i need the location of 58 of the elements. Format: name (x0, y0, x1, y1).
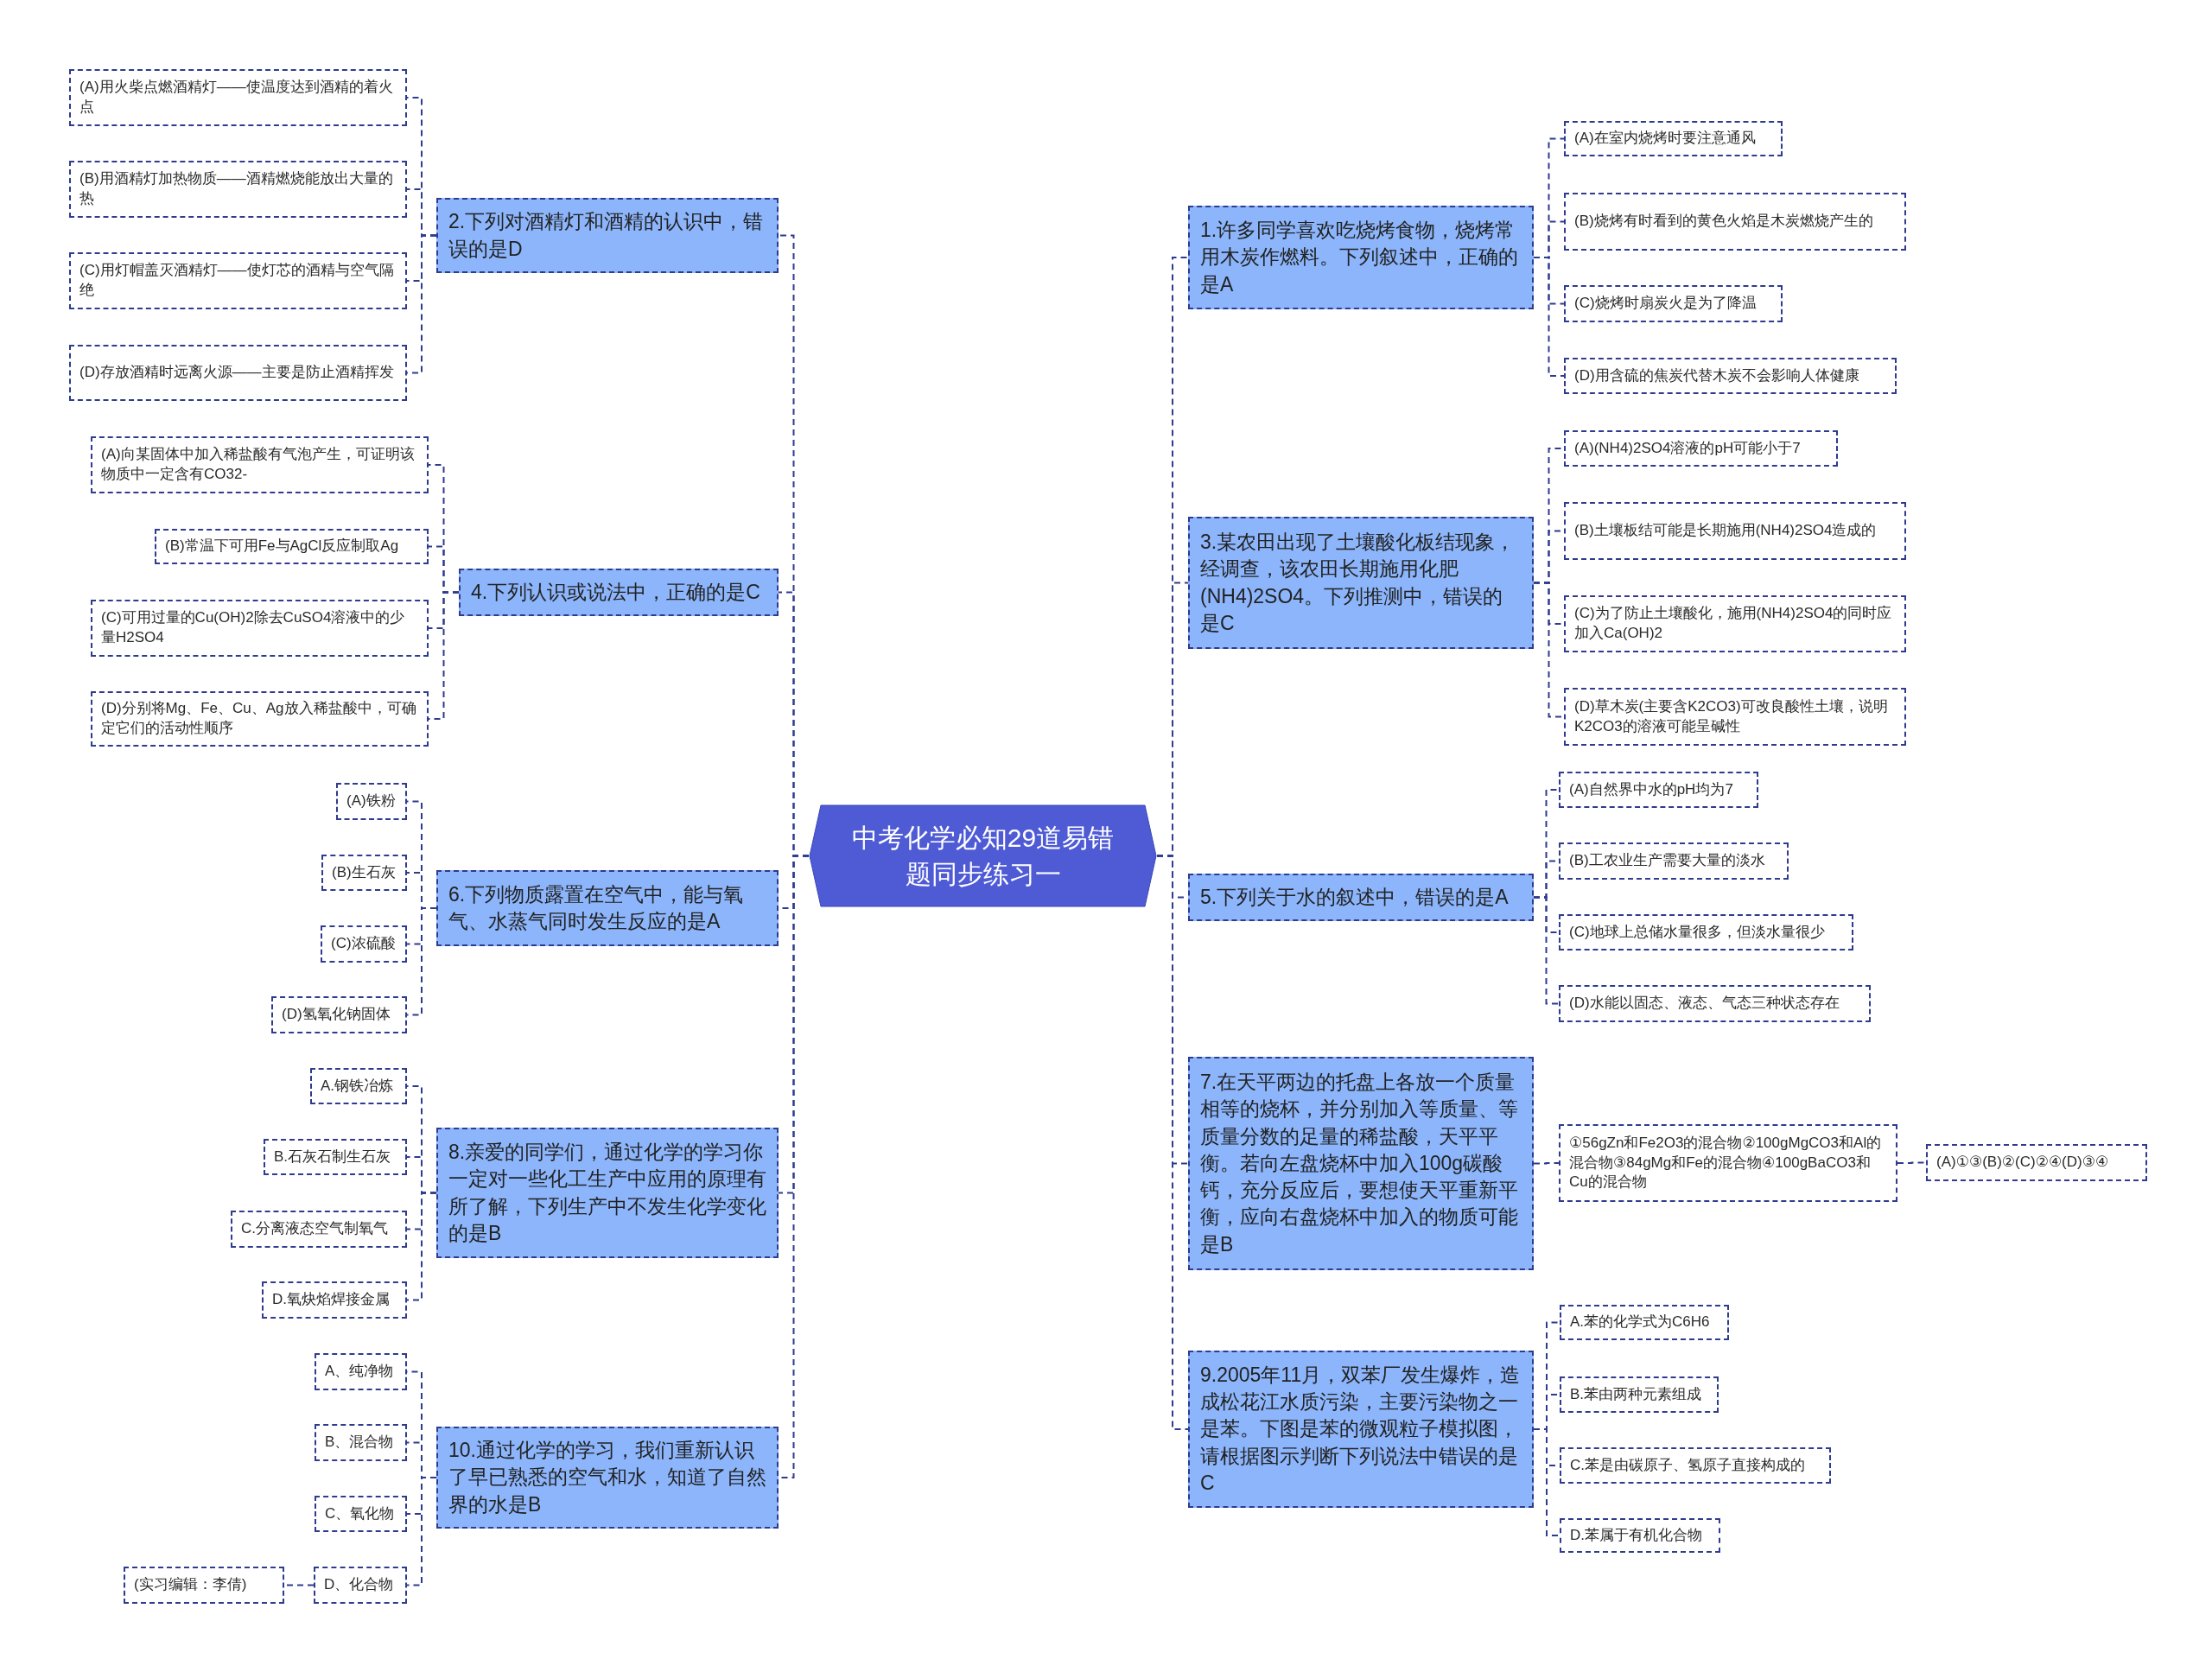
option-box: (A)在室内烧烤时要注意通风 (1564, 121, 1783, 156)
option-box: B.石灰石制生石灰 (264, 1139, 407, 1175)
option-box: (C)为了防止土壤酸化，施用(NH4)2SO4的同时应加入Ca(OH)2 (1564, 595, 1906, 652)
option-box: (B)常温下可用Fe与AgCl反应制取Ag (155, 529, 429, 564)
question-box: 6.下列物质露置在空气中，能与氧气、水蒸气同时发生反应的是A (436, 870, 779, 946)
option-box: (D)用含硫的焦炭代替木炭不会影响人体健康 (1564, 358, 1897, 394)
option-box: (A)向某固体中加入稀盐酸有气泡产生，可证明该物质中一定含有CO32- (91, 436, 429, 493)
option-box: D.氧炔焰焊接金属 (262, 1281, 407, 1319)
option-box: (D)分别将Mg、Fe、Cu、Ag放入稀盐酸中，可确定它们的活动性顺序 (91, 691, 429, 747)
option-box: B.苯由两种元素组成 (1560, 1376, 1719, 1413)
central-topic: 中考化学必知29道易错题同步练习一 (809, 804, 1157, 907)
question-box: 3.某农田出现了土壤酸化板结现象，经调查，该农田长期施用化肥(NH4)2SO4。下列推测中，错误的是C (1188, 517, 1534, 649)
option-box: D.苯属于有机化合物 (1560, 1518, 1720, 1553)
question-box: 5.下列关于水的叙述中，错误的是A (1188, 874, 1534, 921)
option-box: (B)烧烤有时看到的黄色火焰是木炭燃烧产生的 (1564, 193, 1906, 251)
option-box: (D)存放酒精时远离火源——主要是防止酒精挥发 (69, 345, 407, 401)
option-box: A、纯净物 (315, 1353, 407, 1390)
option-box: (B)生石灰 (321, 855, 407, 891)
option-box: A.钢铁冶炼 (310, 1068, 407, 1104)
option-box: A.苯的化学式为C6H6 (1560, 1305, 1729, 1340)
question-box: 8.亲爱的同学们，通过化学的学习你一定对一些化工生产中应用的原理有所了解，下列生产中不发生化学变化的是B (436, 1128, 779, 1258)
option-box: (C)可用过量的Cu(OH)2除去CuSO4溶液中的少量H2SO4 (91, 600, 429, 657)
option-box: B、混合物 (315, 1424, 407, 1461)
option-box: (D)氢氧化钠固体 (271, 996, 407, 1033)
connector-line (1533, 896, 1560, 1005)
option-box: (B)工农业生产需要大量的淡水 (1559, 842, 1789, 880)
question-box: 7.在天平两边的托盘上各放一个质量相等的烧杯，并分别加入等质量、等质量分数的足量的稀盐酸，天平平衡。若向左盘烧杯中加入100g碳酸钙，充分反应后，要想使天平重新平衡，应向右盘烧杯中加入的物质可能是B (1188, 1057, 1534, 1270)
option-box: ①56gZn和Fe2O3的混合物②100gMgCO3和Al的混合物③84gMg和Fe的混合物④100gBaCO3和Cu的混合物 (1559, 1124, 1897, 1202)
connector-line (1897, 1161, 1927, 1164)
option-box: (B)用酒精灯加热物质——酒精燃烧能放出大量的热 (69, 161, 407, 218)
question-box: 4.下列认识或说法中，正确的是C (459, 569, 779, 616)
connector-line (1533, 1428, 1560, 1536)
connector-line (406, 1477, 437, 1586)
connector-line (406, 1192, 437, 1301)
option-box: (C)烧烤时扇炭火是为了降温 (1564, 285, 1783, 322)
option-box: (C)浓硫酸 (321, 925, 407, 963)
question-box: 9.2005年11月，双苯厂发生爆炸，造成松花江水质污染，主要污染物之一是苯。下图是苯的微观粒子模拟图，请根据图示判断下列说法中错误的是C (1188, 1351, 1534, 1508)
option-box: (A)①③(B)②(C)②④(D)③④ (1926, 1144, 2147, 1181)
option-box: (A)自然界中水的pH均为7 (1559, 772, 1758, 808)
option-box: C.苯是由碳原子、氢原子直接构成的 (1560, 1447, 1831, 1484)
question-box: 2.下列对酒精灯和酒精的认识中，错误的是D (436, 198, 779, 273)
option-box: (C)用灯帽盖灭酒精灯——使灯芯的酒精与空气隔绝 (69, 252, 407, 309)
option-box: (C)地球上总储水量很多，但淡水量很少 (1559, 914, 1853, 950)
question-box: 10.通过化学的学习，我们重新认识了早已熟悉的空气和水，知道了自然界的水是B (436, 1427, 779, 1529)
option-box: C、氧化物 (315, 1496, 407, 1532)
option-box: (B)土壤板结可能是长期施用(NH4)2SO4造成的 (1564, 502, 1906, 560)
option-box: C.分离液态空气制氧气 (231, 1211, 407, 1248)
connector-line (1533, 1162, 1560, 1165)
option-box: D、化合物 (314, 1567, 407, 1604)
option-box: (A)用火柴点燃酒精灯——使温度达到酒精的着火点 (69, 69, 407, 126)
option-box: (A)(NH4)2SO4溶液的pH可能小于7 (1564, 430, 1838, 467)
connector-line (1533, 257, 1565, 377)
connector-line (1156, 855, 1189, 1430)
option-box: (D)水能以固态、液态、气态三种状态存在 (1559, 985, 1871, 1022)
option-box: (A)铁粉 (336, 783, 407, 820)
option-box: (D)草木炭(主要含K2CO3)可改良酸性土壤，说明K2CO3的溶液可能呈碱性 (1564, 688, 1906, 746)
option-box: (实习编辑：李倩) (124, 1567, 284, 1604)
question-box: 1.许多同学喜欢吃烧烤食物，烧烤常用木炭作燃料。下列叙述中，正确的是A (1188, 206, 1534, 309)
